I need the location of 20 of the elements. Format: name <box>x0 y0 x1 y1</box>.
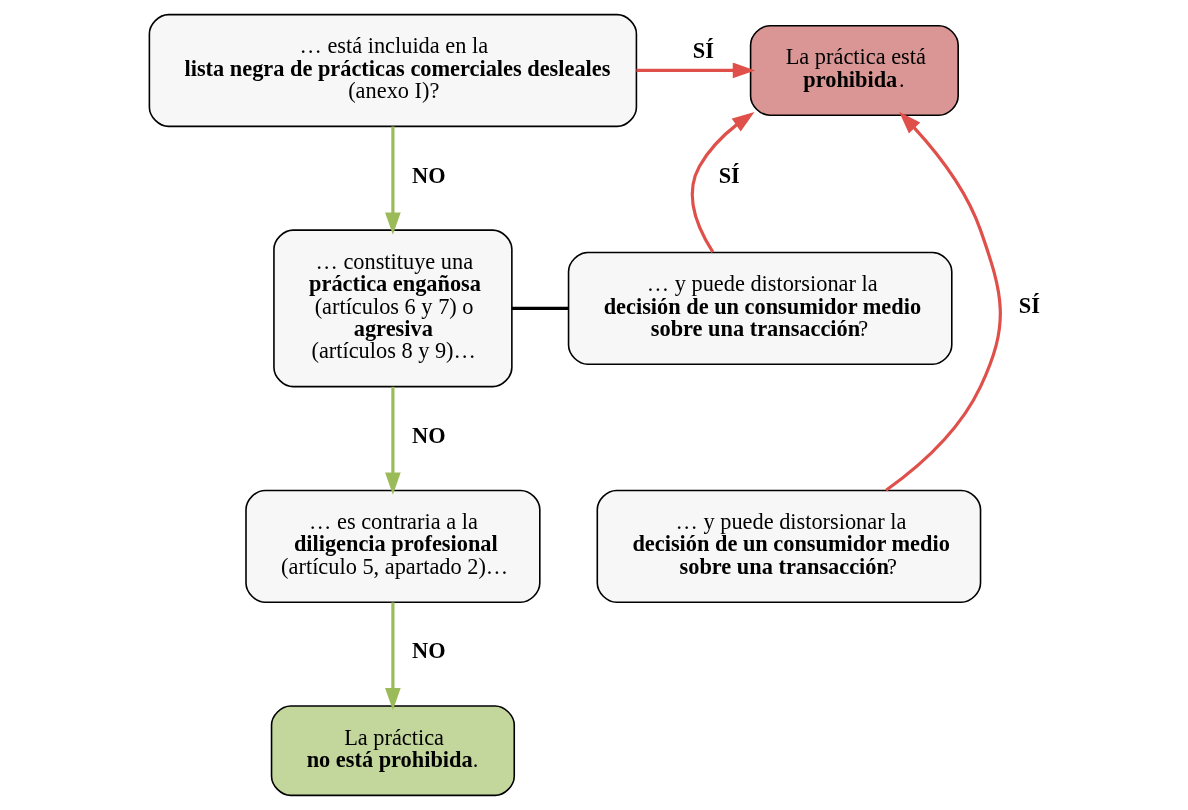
arrow <box>884 111 1002 492</box>
edge-label: SÍ <box>718 162 740 188</box>
arrow <box>384 126 401 235</box>
edge-label: SÍ <box>692 38 714 64</box>
arrow <box>690 112 754 253</box>
edge-label: NO <box>411 422 446 448</box>
edge-label: NO <box>411 638 446 664</box>
node-box: … y puede distorsionar la decisión de un consumidor medio sobre una transacción? <box>596 489 981 603</box>
edge-label: NO <box>411 162 446 188</box>
arrow <box>384 602 401 711</box>
node-box: … constituye una práctica engañosa (artículos 6 y 7) o agresiva (artículos 8 y 9)… <box>272 229 513 388</box>
edge-label: SÍ <box>1018 292 1040 318</box>
node-box: … es contraria a la diligencia profesional (artículo 5, apartado 2)… <box>244 489 541 603</box>
arrow <box>636 62 755 79</box>
node-box: La práctica no está prohibida. <box>270 705 515 797</box>
node-box: … está incluida en la lista negra de prácticas comerciales desleales (anexo I)? <box>148 13 637 128</box>
node-box: … y puede distorsionar la decisión de un consumidor medio sobre una transacción? <box>567 251 953 366</box>
node-box: La práctica está prohibida. <box>749 24 959 116</box>
arrow <box>384 386 401 495</box>
connector <box>511 306 568 310</box>
